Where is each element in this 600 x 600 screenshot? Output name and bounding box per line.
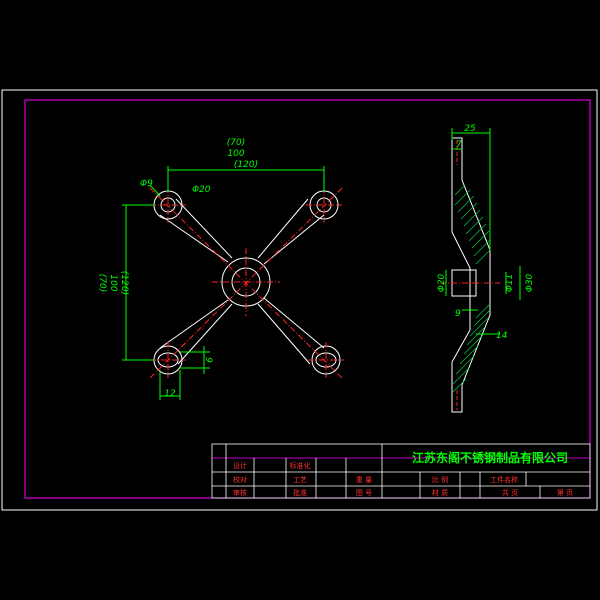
dim-left-3: (120) — [119, 271, 129, 295]
tb-design: 设计 — [233, 461, 247, 470]
dim-thickness: 25 — [464, 124, 476, 134]
tb-standard: 标准化 — [290, 461, 311, 470]
tb-process: 工艺 — [293, 476, 307, 484]
sheet-border — [1, 89, 598, 511]
tb-weight: 重 量 — [356, 476, 372, 484]
tb-drawing-no: 图 号 — [356, 489, 372, 497]
tb-ratio: 比 例 — [432, 475, 448, 484]
side-dimensions — [445, 128, 521, 335]
dim-boss-width: 12 — [164, 389, 176, 399]
tb-review: 审核 — [233, 488, 247, 497]
dim-center-dia: Φ20 — [437, 273, 447, 292]
dim-hole-dia: Φ9 — [140, 179, 153, 189]
tb-approve: 批准 — [293, 488, 307, 497]
tb-material: 材 质 — [432, 488, 448, 497]
title-block — [211, 443, 591, 499]
dim-top-2: 100 — [227, 149, 244, 159]
dim-bore: Φ11 — [505, 274, 515, 293]
section-hatch — [452, 184, 491, 393]
dim-bottom: 14 — [496, 331, 508, 341]
tb-proofread: 校对 — [233, 475, 247, 484]
company-name: 江苏东阁不锈钢制品有限公司 — [412, 450, 568, 465]
drawing-frame — [24, 99, 591, 499]
front-dimensions — [122, 166, 325, 400]
tb-page: 第 页 — [557, 488, 573, 497]
spider-arms — [159, 198, 325, 365]
dim-step: 9 — [455, 309, 461, 319]
tb-total: 共 页 — [502, 488, 518, 497]
dim-top-1: (70) — [227, 138, 245, 148]
dim-boss-dia: Φ20 — [192, 185, 211, 195]
side-profile — [451, 137, 491, 413]
dim-left-2: 100 — [108, 274, 118, 291]
front-view: (70) 100 (120) (70) 100 (120) Φ9 Φ20 9 1… — [97, 138, 344, 400]
dim-flange: 7 — [456, 140, 462, 150]
dim-arm-gap: 9 — [203, 357, 213, 363]
centerlines — [149, 187, 344, 379]
dim-outer: Φ30 — [525, 273, 535, 292]
tb-part-name: 工件名称 — [490, 475, 518, 484]
dim-left-1: (70) — [97, 274, 107, 292]
dim-top-3: (120) — [234, 160, 258, 170]
side-view: 25 7 Φ20 Φ11 Φ30 9 14 — [437, 124, 535, 413]
